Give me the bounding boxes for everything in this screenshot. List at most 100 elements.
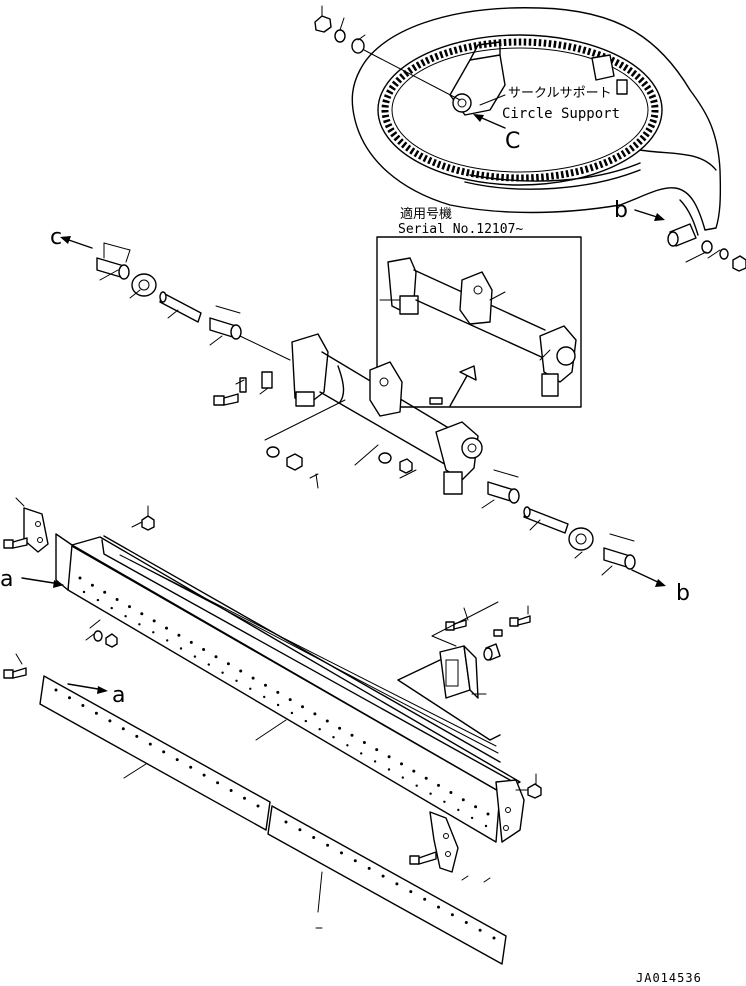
ref-letter-a-left: a <box>0 567 13 592</box>
bolt-hole <box>214 655 218 659</box>
bolt-hole <box>110 606 113 610</box>
bolt-hole <box>290 711 294 715</box>
bolt-hole <box>121 727 125 731</box>
serial-note-en: Serial No.12107~ <box>398 222 523 237</box>
bolt-hole <box>96 598 100 602</box>
bolt-hole <box>387 755 391 759</box>
bolt-hole <box>437 783 440 787</box>
bolt-hole <box>207 663 210 666</box>
circle-support-label-en: Circle Support <box>502 106 620 122</box>
washer-icon <box>701 240 713 254</box>
bolt-hole <box>395 882 399 886</box>
washer-icon <box>334 17 346 43</box>
bolt-hole <box>346 744 349 747</box>
bolt-hole <box>256 804 260 808</box>
nut-icon <box>732 255 746 272</box>
bolt-hole <box>367 866 371 870</box>
washer-icon <box>266 446 280 458</box>
bolt-hole <box>340 851 343 855</box>
nut-icon <box>527 773 542 799</box>
bolt-icon <box>213 393 239 406</box>
bolt-hole <box>461 798 465 802</box>
bolt-hole <box>424 776 428 780</box>
bolt-icon <box>3 653 27 679</box>
bolt-hole <box>138 623 141 626</box>
bolt-hole <box>423 897 427 901</box>
nut-icon <box>131 505 155 531</box>
bolt-hole <box>78 576 82 580</box>
bolt-icon <box>409 851 437 865</box>
bolt-hole <box>332 736 335 739</box>
bolt-hole <box>165 626 168 630</box>
bolt-hole <box>263 695 266 699</box>
bolt-hole <box>235 679 238 682</box>
bolt-hole <box>443 800 446 803</box>
circle-support-label-jp: サークルサポート <box>508 86 612 101</box>
bolt-hole <box>177 633 181 637</box>
serial-inset-frame <box>376 236 582 408</box>
bolt-hole <box>90 583 94 587</box>
nut-icon <box>399 458 413 474</box>
bolt-hole <box>387 768 391 771</box>
bolt-hole <box>276 703 280 707</box>
bolt-hole <box>437 905 440 909</box>
bolt-hole <box>400 762 403 766</box>
bolt-hole <box>239 669 243 673</box>
bolt-hole <box>362 741 366 744</box>
bolt-hole <box>249 687 252 690</box>
bolt-hole <box>216 781 220 785</box>
pin-icon <box>523 506 569 534</box>
bolt-hole <box>486 812 490 816</box>
bolt-hole <box>412 769 416 773</box>
bolt-hole <box>135 734 139 738</box>
bolt-hole <box>162 750 166 754</box>
bolt-hole <box>301 705 304 709</box>
bolt-hole <box>175 758 179 762</box>
bolt-hole <box>313 712 317 716</box>
bolt-hole <box>152 619 156 623</box>
bolt-hole <box>409 890 413 894</box>
bolt-hole <box>202 773 206 777</box>
ref-letter-b-right: b <box>676 581 690 606</box>
bolt-hole <box>449 791 453 794</box>
bolt-hole <box>68 696 71 700</box>
pin-icon <box>159 291 202 323</box>
bolt-hole <box>276 690 280 694</box>
bolt-hole <box>179 647 183 650</box>
bolt-hole <box>94 711 98 715</box>
bolt-icon <box>3 537 28 549</box>
cutting-edge-left <box>39 675 271 831</box>
bolt-hole <box>124 615 127 618</box>
bolt-hole <box>415 784 418 787</box>
ref-letter-c-left: c <box>50 225 62 250</box>
bolt-hole <box>221 671 224 674</box>
bolt-icon <box>445 607 469 631</box>
nut-icon <box>105 633 118 648</box>
washer-icon <box>378 452 392 464</box>
ref-letter-b-top: b <box>614 198 628 223</box>
bolt-hole <box>474 805 478 809</box>
bolt-hole <box>193 655 197 658</box>
bolt-hole <box>103 590 107 594</box>
serial-note-jp: 適用号機 <box>400 206 452 222</box>
bolt-hole <box>189 640 193 644</box>
bolt-hole <box>82 590 86 594</box>
bolt-hole <box>492 936 496 940</box>
drawbar-assembly <box>60 236 666 587</box>
moldboard-holes <box>78 576 490 828</box>
pin-icon <box>667 223 697 247</box>
drawing-id: JA014536 <box>636 971 702 985</box>
washer-icon <box>351 34 366 54</box>
bushing-icon <box>603 533 636 570</box>
bolt-hole <box>450 913 454 917</box>
blade-assembly <box>3 497 542 965</box>
washer-icon <box>93 630 103 642</box>
bolt-hole <box>429 792 432 795</box>
bolt-hole <box>484 824 488 828</box>
bolt-hole <box>470 816 474 820</box>
bolt-hole <box>353 859 357 863</box>
bolt-hole <box>401 776 404 779</box>
bolt-hole <box>128 605 131 609</box>
bolt-hole <box>229 789 233 792</box>
